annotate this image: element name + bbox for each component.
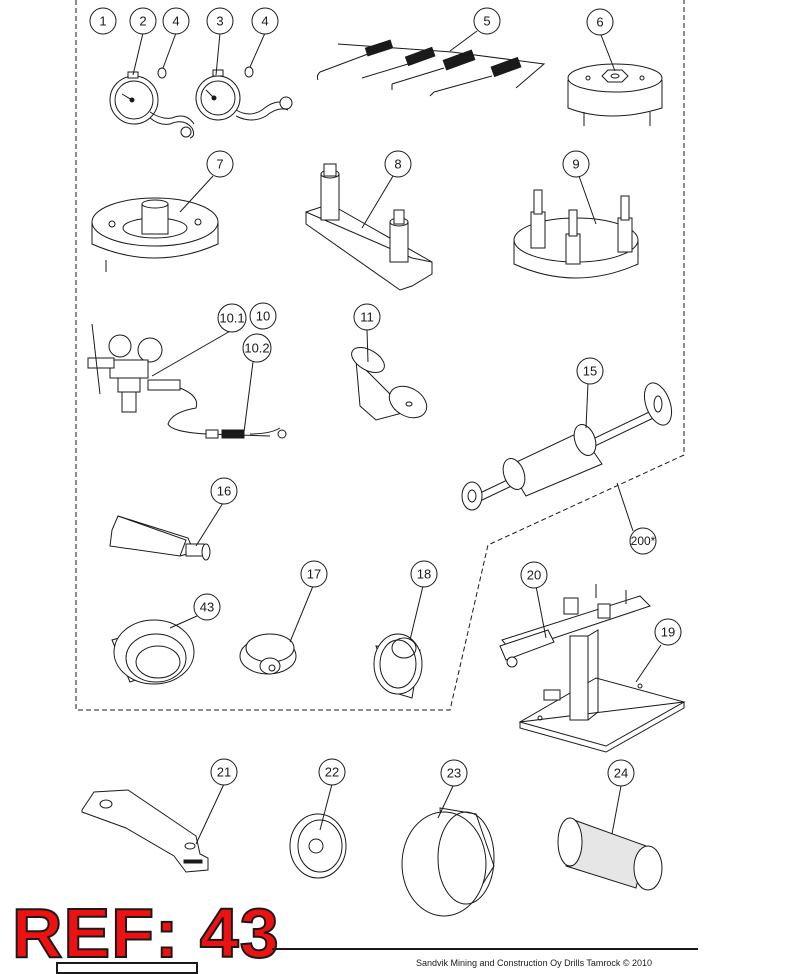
callout-18-label: 18 <box>417 567 431 582</box>
callout-10-1-label: 10.1 <box>219 311 244 326</box>
callout-16-label: 16 <box>217 484 231 499</box>
callout-15-label: 15 <box>583 364 597 379</box>
callout-6: 6 <box>586 8 614 36</box>
reference-number-label: REF: 43 <box>11 893 280 973</box>
callout-17: 17 <box>300 560 328 588</box>
o-ring-seal-a <box>157 67 167 79</box>
callout-11: 11 <box>353 303 381 331</box>
hex-adapter <box>109 515 211 561</box>
o-ring-seal-b <box>244 66 254 78</box>
callout-8-label: 8 <box>394 157 401 172</box>
callout-4a: 4 <box>162 7 190 35</box>
callout-1-label: 1 <box>99 14 106 29</box>
callout-23-label: 23 <box>447 766 461 781</box>
three-pin-plate <box>513 189 639 279</box>
callout-4b: 4 <box>251 7 279 35</box>
stepped-adapter <box>239 633 297 675</box>
callout-7-label: 7 <box>216 157 223 172</box>
callout-22: 22 <box>318 758 346 786</box>
callout-200: 200* <box>629 527 657 555</box>
hex-plate-tool <box>567 63 663 126</box>
callout-10-2-label: 10.2 <box>244 341 269 356</box>
footer-divider <box>272 948 698 950</box>
callout-6-label: 6 <box>596 15 603 30</box>
callout-10-1: 10.1 <box>217 303 247 333</box>
callout-3: 3 <box>206 7 234 35</box>
large-disc <box>401 807 495 917</box>
company-logo-frame <box>56 962 198 974</box>
callout-200-label: 200* <box>631 534 656 548</box>
cone-guide <box>557 817 663 891</box>
callout-8: 8 <box>384 150 412 178</box>
callout-10-label: 10 <box>256 309 270 324</box>
callout-4a-label: 4 <box>172 14 179 29</box>
screwdriver-set <box>316 39 546 97</box>
callout-3-label: 3 <box>216 14 223 29</box>
callout-11-label: 11 <box>360 310 374 325</box>
grooved-piston <box>373 633 423 699</box>
copyright-notice: Sandvik Mining and Construction Oy Drill… <box>416 958 653 968</box>
callout-4b-label: 4 <box>261 14 268 29</box>
callout-5: 5 <box>473 7 501 35</box>
sleeve-ring <box>111 619 195 685</box>
callout-5-label: 5 <box>483 14 490 29</box>
callout-43: 43 <box>193 593 221 621</box>
callout-24: 24 <box>607 759 635 787</box>
callout-7: 7 <box>206 150 234 178</box>
callout-2-label: 2 <box>139 14 146 29</box>
press-stand-base <box>518 629 686 753</box>
leader-lines <box>132 30 662 845</box>
callout-9: 9 <box>562 150 590 178</box>
callout-15: 15 <box>576 357 604 385</box>
callout-10: 10 <box>249 302 277 330</box>
callout-19: 19 <box>654 618 682 646</box>
pressure-gauge-left <box>109 71 195 139</box>
callout-17-label: 17 <box>307 567 321 582</box>
press-cylinder-arm <box>499 584 651 701</box>
piston-cylinder-tool <box>351 347 428 421</box>
callout-43-label: 43 <box>200 600 214 615</box>
callout-18: 18 <box>410 560 438 588</box>
callout-2: 2 <box>129 7 157 35</box>
callout-16: 16 <box>210 477 238 505</box>
pin-bar-fixture <box>305 163 433 291</box>
offset-bracket <box>81 789 209 873</box>
kit-boundary-dashed <box>75 0 685 711</box>
callout-21-label: 21 <box>217 765 231 780</box>
callout-21: 21 <box>210 758 238 786</box>
callout-9-label: 9 <box>572 157 579 172</box>
slide-hammer-puller <box>461 382 673 511</box>
washer-disc <box>289 813 347 879</box>
callout-10-2: 10.2 <box>242 333 272 363</box>
hex-flange-plate <box>91 197 219 272</box>
callout-1: 1 <box>89 7 117 35</box>
callout-20: 20 <box>520 561 548 589</box>
pressure-gauge-right <box>195 69 293 121</box>
callout-23: 23 <box>440 759 468 787</box>
callout-22-label: 22 <box>325 765 339 780</box>
pressure-regulator-assembly <box>87 323 181 413</box>
callout-20-label: 20 <box>527 568 541 583</box>
callout-24-label: 24 <box>614 766 628 781</box>
regulator-hose <box>167 387 287 439</box>
callout-19-label: 19 <box>661 625 675 640</box>
